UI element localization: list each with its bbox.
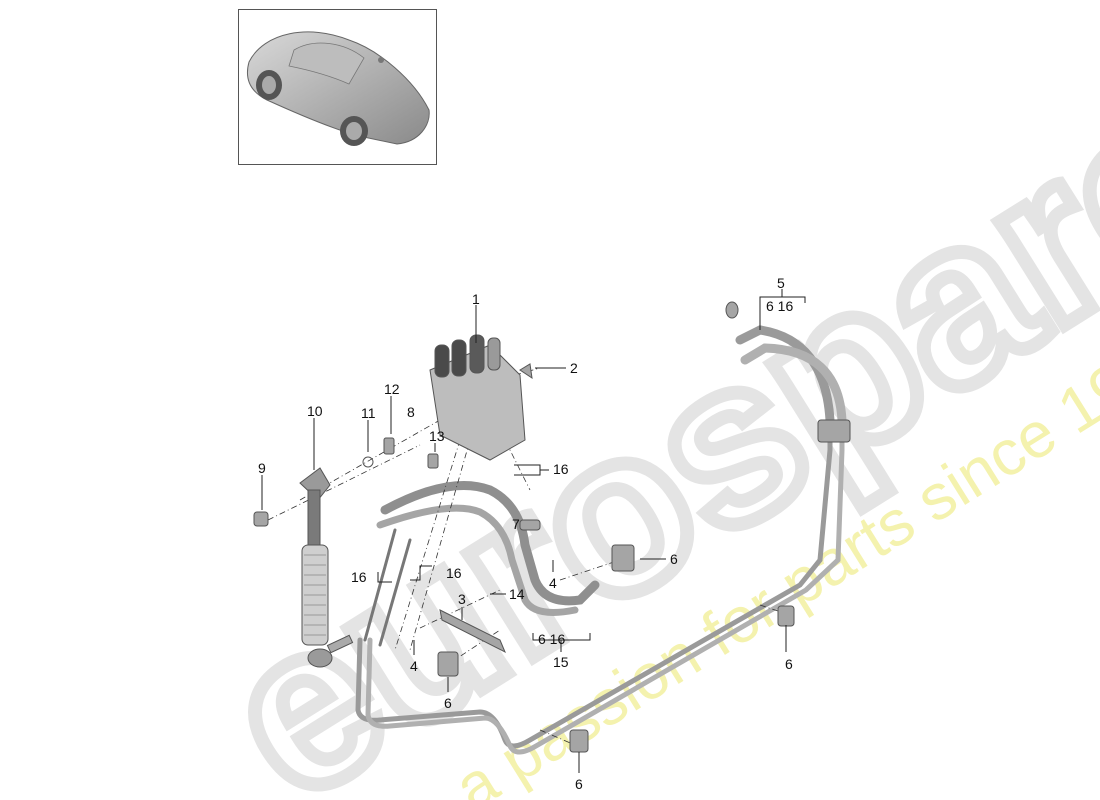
- callout-6: 6: [444, 695, 452, 711]
- clamp-6a: [611, 544, 635, 572]
- callout-1: 1: [472, 291, 480, 307]
- callout-16: 16: [351, 569, 367, 585]
- hose-end: [725, 301, 739, 319]
- shock-absorber: [299, 467, 354, 668]
- callout-6: 6: [670, 551, 678, 567]
- callout-6: 6: [575, 776, 583, 792]
- callout-15-subparts: 6 16: [538, 631, 566, 647]
- clamp-6c: [437, 651, 459, 677]
- clamp-6b: [777, 605, 795, 627]
- callout-9: 9: [258, 460, 266, 476]
- callout-4: 4: [410, 658, 418, 674]
- callout-4: 4: [549, 575, 557, 591]
- car-icon: [246, 31, 430, 146]
- hose-joint: [817, 419, 851, 443]
- car-thumbnail: [238, 9, 437, 165]
- clamp-6d: [569, 729, 589, 753]
- callout-6: 6: [785, 656, 793, 672]
- callout-11: 11: [361, 405, 376, 421]
- callout-5-subparts: 6 16: [766, 298, 794, 314]
- callout-7: 7: [512, 516, 520, 532]
- callout-2: 2: [570, 360, 578, 376]
- part-9: [253, 511, 269, 527]
- callout-3: 3: [458, 591, 466, 607]
- callout-10: 10: [307, 403, 323, 419]
- callout-14: 14: [509, 586, 525, 602]
- callout-13: 13: [429, 428, 445, 444]
- valve-block: [429, 334, 526, 461]
- bracket-3: [439, 609, 506, 654]
- callout-16: 16: [553, 461, 569, 477]
- callout-15: 15: [553, 654, 569, 670]
- callout-16: 16: [446, 565, 462, 581]
- callout-5: 5: [777, 275, 785, 291]
- callout-12: 12: [384, 381, 400, 397]
- callout-8: 8: [407, 404, 415, 420]
